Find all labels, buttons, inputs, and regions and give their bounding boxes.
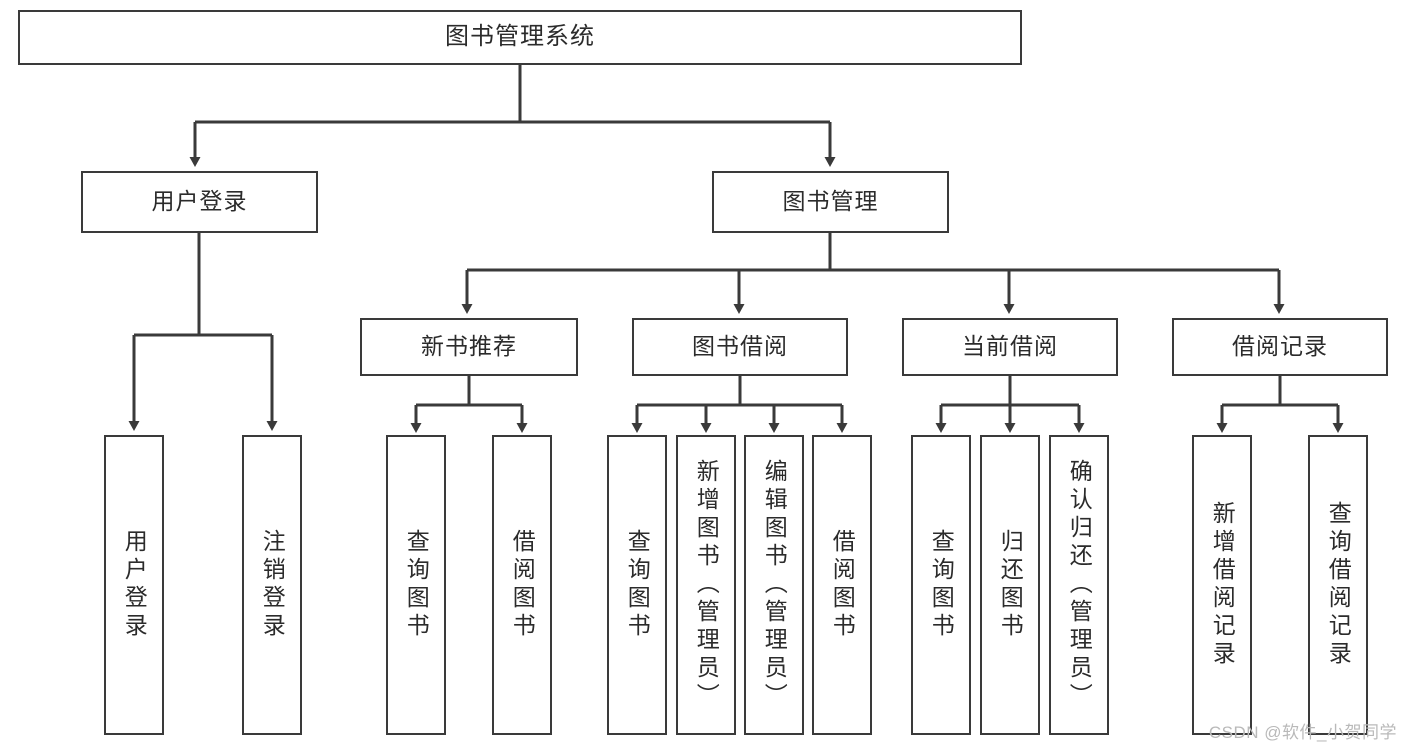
leaf-add-record[interactable]: 新增借阅记录 [1192,435,1252,735]
leaf-confirm-return[interactable]: 确认归还（管理员） [1049,435,1109,735]
leaf-user-login[interactable]: 用户登录 [104,435,164,735]
leaf-borrow-book-1-label: 借阅图书 [509,529,536,641]
node-current-borrow-label: 当前借阅 [962,333,1058,360]
leaf-query-book-2-label: 查询图书 [624,529,651,641]
node-book-manage-label: 图书管理 [782,188,879,215]
node-book-manage[interactable]: 图书管理 [712,171,949,233]
leaf-add-book[interactable]: 新增图书（管理员） [676,435,736,735]
leaf-user-login-label: 用户登录 [121,529,148,641]
node-user-login-label: 用户登录 [151,188,248,215]
node-new-book-recommend-label: 新书推荐 [421,333,517,360]
leaf-edit-book[interactable]: 编辑图书（管理员） [744,435,804,735]
node-new-book-recommend[interactable]: 新书推荐 [360,318,578,376]
node-root-label: 图书管理系统 [445,23,595,51]
node-user-login[interactable]: 用户登录 [81,171,318,233]
leaf-query-book-1[interactable]: 查询图书 [386,435,446,735]
leaf-logout-login[interactable]: 注销登录 [242,435,302,735]
leaf-add-record-label: 新增借阅记录 [1209,501,1236,669]
leaf-query-book-2[interactable]: 查询图书 [607,435,667,735]
csdn-watermark: CSDN @软件_小贺同学 [1208,723,1397,742]
leaf-borrow-book-2-label: 借阅图书 [829,529,856,641]
leaf-query-record[interactable]: 查询借阅记录 [1308,435,1368,735]
node-book-borrow[interactable]: 图书借阅 [632,318,848,376]
leaf-borrow-book-2[interactable]: 借阅图书 [812,435,872,735]
node-current-borrow[interactable]: 当前借阅 [902,318,1118,376]
leaf-query-record-label: 查询借阅记录 [1325,501,1352,669]
leaf-add-book-label: 新增图书（管理员） [693,459,720,711]
node-borrow-record[interactable]: 借阅记录 [1172,318,1388,376]
leaf-query-book-1-label: 查询图书 [403,529,430,641]
node-book-borrow-label: 图书借阅 [692,333,788,360]
leaf-borrow-book-1[interactable]: 借阅图书 [492,435,552,735]
leaf-query-book-3[interactable]: 查询图书 [911,435,971,735]
leaf-edit-book-label: 编辑图书（管理员） [761,459,788,711]
node-root[interactable]: 图书管理系统 [18,10,1022,65]
leaf-return-book-label: 归还图书 [997,529,1024,641]
node-borrow-record-label: 借阅记录 [1232,333,1328,360]
leaf-query-book-3-label: 查询图书 [928,529,955,641]
leaf-confirm-return-label: 确认归还（管理员） [1066,459,1093,711]
leaf-logout-login-label: 注销登录 [259,529,286,641]
leaf-return-book[interactable]: 归还图书 [980,435,1040,735]
